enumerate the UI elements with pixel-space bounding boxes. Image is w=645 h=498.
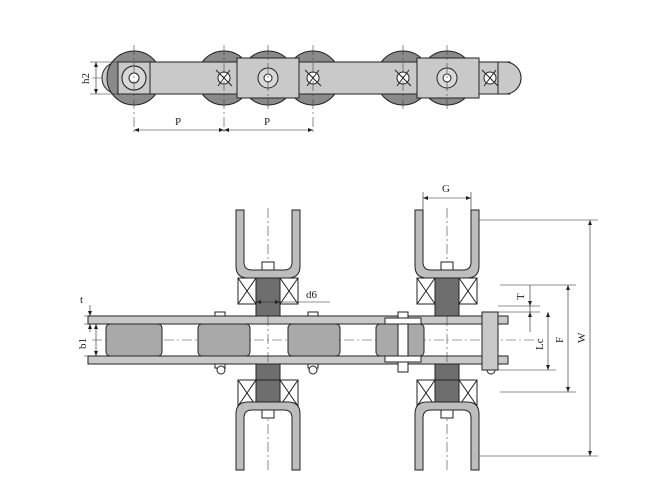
dimension-right-group: T Lc F W [479,219,598,457]
cotter-pin-plan [397,311,409,373]
outer-plate-top [87,315,509,325]
label-t-right: T [515,293,527,300]
dimension-t: t [80,294,106,332]
label-g: G [442,183,450,195]
dimension-b1: b1 [77,324,106,357]
outer-plate-bottom [87,355,509,365]
attachment-right [414,208,480,471]
attachment-left [235,208,301,471]
label-d6: d6 [306,289,318,301]
plan-roller-1 [105,323,163,357]
label-pitch-left: P [175,116,181,128]
plan-roller-2 [197,323,251,357]
label-h2: h2 [80,73,92,84]
fork-upper-left [235,209,301,279]
dimension-g: G [422,183,472,215]
chain-side-view [92,45,522,135]
fork-lower-left [235,401,301,471]
plan-roller-3 [287,323,341,357]
dimension-h2: h2 [80,61,118,95]
label-lc: Lc [534,338,546,350]
fork-lower-right [414,401,480,471]
dimension-d6: d6 [256,289,330,304]
label-t: t [80,294,83,306]
label-b1: b1 [77,338,89,349]
chain-plan-view [87,208,540,471]
label-pitch-right: P [264,116,270,128]
label-f: F [554,337,566,343]
label-w: W [576,332,588,343]
dimension-pitch: P P [134,116,313,132]
